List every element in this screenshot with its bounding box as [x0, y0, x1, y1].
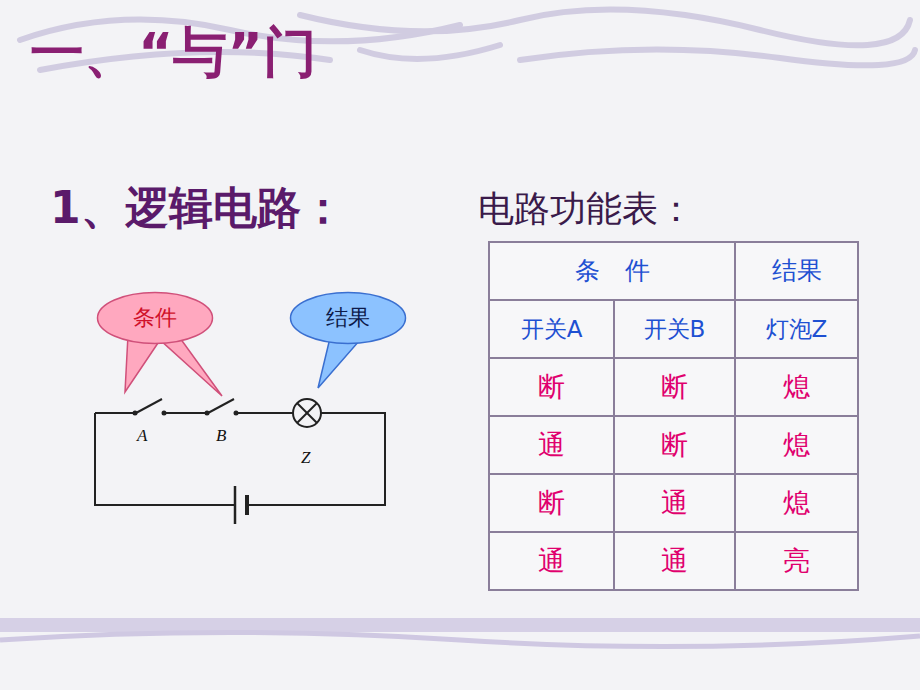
table-cell: 通	[489, 416, 614, 474]
switch-label: B	[216, 426, 226, 446]
table-cell: 亮	[735, 532, 858, 590]
slide-title: 一、“与”门	[30, 14, 285, 92]
switch-a	[136, 399, 162, 413]
table-cell: 通	[489, 532, 614, 590]
table-cell: 断	[614, 416, 735, 474]
lamp-symbol	[293, 399, 321, 427]
table-cell: 熄	[735, 358, 858, 416]
table-cell: 熄	[735, 474, 858, 532]
table-cell: 熄	[735, 416, 858, 474]
table-cell: 通	[614, 474, 735, 532]
table-header: 条 件	[489, 242, 735, 300]
section-heading: 1、逻辑电路：	[50, 183, 345, 234]
callout-text: 结果	[326, 305, 370, 330]
result-callout: 结果	[289, 291, 407, 345]
battery-long-plate	[234, 486, 237, 524]
table-header: 开关B	[614, 300, 735, 358]
switch-label: A	[137, 426, 147, 446]
lamp-label: Z	[301, 448, 310, 468]
and-circuit	[95, 399, 385, 524]
table-cell: 断	[614, 358, 735, 416]
table-header: 灯泡Z	[735, 300, 858, 358]
table-cell: 通	[614, 532, 735, 590]
callout-tail	[125, 335, 222, 396]
bottom-band	[0, 618, 920, 632]
battery-short-plate	[245, 495, 249, 515]
table-heading: 电路功能表：	[478, 188, 694, 229]
callout-text: 条件	[133, 305, 177, 330]
condition-callout: 条件	[96, 291, 214, 345]
switch-b	[208, 399, 234, 413]
bottom-wave	[0, 633, 920, 647]
callout-tail	[318, 338, 360, 388]
table-header: 结果	[735, 242, 858, 300]
table-cell: 断	[489, 474, 614, 532]
table-header: 开关A	[489, 300, 614, 358]
table-cell: 断	[489, 358, 614, 416]
function-table	[489, 242, 858, 590]
